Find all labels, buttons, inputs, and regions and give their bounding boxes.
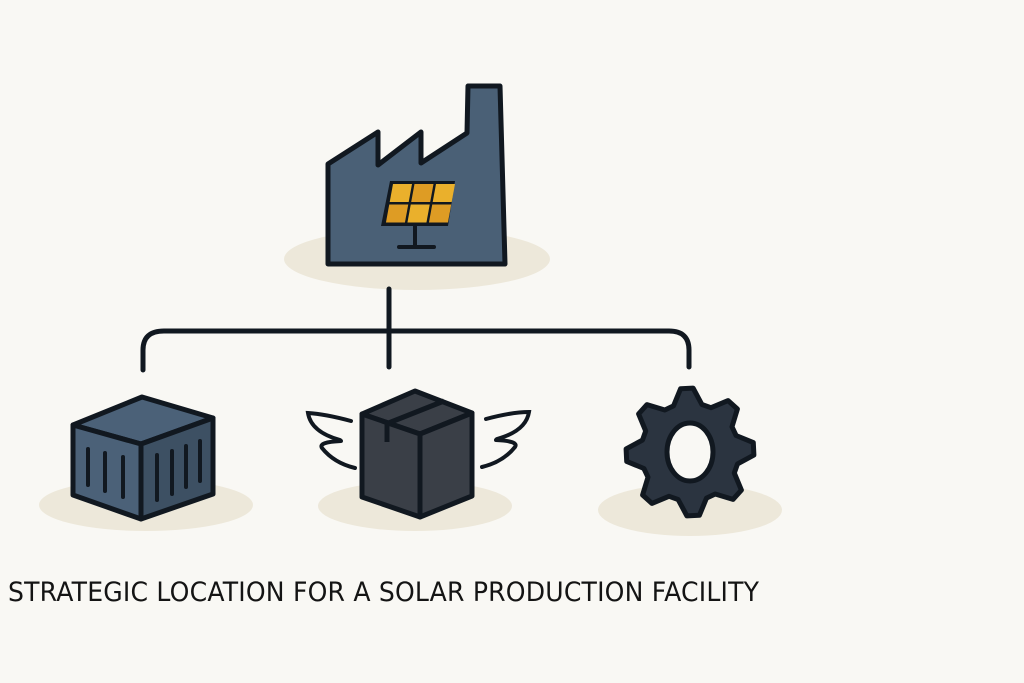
solar-panel-cell xyxy=(432,184,455,202)
left-wing-icon xyxy=(305,410,357,470)
gear-icon xyxy=(623,385,757,519)
box-front xyxy=(359,411,423,520)
container-ribs xyxy=(86,439,202,502)
solar-panel-cell xyxy=(407,204,430,223)
solar-panel-icon xyxy=(381,181,455,249)
box-side xyxy=(417,410,475,520)
diagram-title: STRATEGIC LOCATION FOR A SOLAR PRODUCTIO… xyxy=(8,577,760,608)
gear-body xyxy=(623,385,757,519)
solar-panel-cell xyxy=(411,184,434,202)
right-wing-icon xyxy=(480,409,532,469)
shipping-container-icon xyxy=(70,394,216,522)
solar-panel-cell xyxy=(385,204,409,223)
factory-building xyxy=(325,83,508,267)
factory-solar-panel-icon xyxy=(325,83,508,267)
solar-panel-post xyxy=(413,226,417,246)
connector-lines xyxy=(140,286,692,373)
solar-panel-cell xyxy=(389,184,412,202)
solar-panel-base xyxy=(397,245,436,249)
solar-panel-cell xyxy=(428,204,452,223)
winged-box-icon xyxy=(305,388,532,520)
branch-line xyxy=(140,328,692,373)
box-tape xyxy=(384,398,445,442)
